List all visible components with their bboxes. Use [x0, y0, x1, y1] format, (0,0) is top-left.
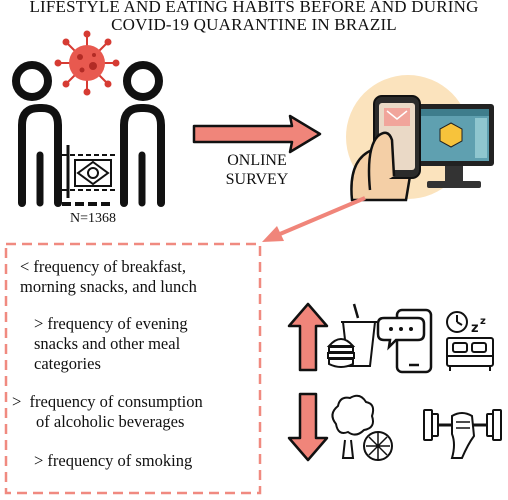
finding-2-line-3: categories	[34, 354, 101, 373]
hand-phone-icon	[350, 95, 421, 202]
survey-label-line-2: SURVEY	[225, 171, 289, 188]
protective-screen-icon	[62, 145, 118, 206]
finding-1-line-2: morning snacks, and lunch	[20, 277, 197, 296]
dumbbell-icon	[423, 409, 502, 459]
connector-arrow-icon	[262, 196, 366, 242]
sleep-z-icon: z	[480, 316, 486, 327]
virus-icon	[54, 30, 120, 96]
sample-size-label: N=1368	[69, 211, 116, 226]
fast-food-icon	[326, 303, 377, 368]
vegetables-icon	[331, 394, 393, 461]
person-icon	[120, 61, 165, 207]
finding-2-line-1: > frequency of evening	[34, 314, 188, 333]
finding-4-line-1: > frequency of smoking	[34, 451, 193, 470]
person-icon	[12, 61, 62, 207]
finding-1-line-1: < frequency of breakfast,	[20, 257, 186, 276]
arrow-up-icon	[287, 302, 329, 372]
computer-monitor-icon	[414, 104, 494, 188]
arrow-down-icon	[287, 392, 329, 462]
arrow-right-icon	[192, 114, 322, 154]
bed-sleep-icon	[446, 311, 494, 371]
finding-3-line-1: > frequency of consumption	[12, 392, 203, 411]
phone-chat-icon	[376, 308, 433, 374]
finding-2-line-2: snacks and other meal	[34, 334, 181, 353]
survey-label-line-1: ONLINE	[227, 152, 287, 169]
title-line-1: LIFESTYLE AND EATING HABITS BEFORE AND D…	[29, 0, 479, 16]
title-line-2: COVID-19 QUARANTINE IN BRAZIL	[111, 15, 397, 34]
finding-3-line-2: of alcoholic beverages	[36, 412, 185, 431]
sleep-z-icon: z	[471, 321, 479, 336]
findings-box	[4, 242, 262, 495]
